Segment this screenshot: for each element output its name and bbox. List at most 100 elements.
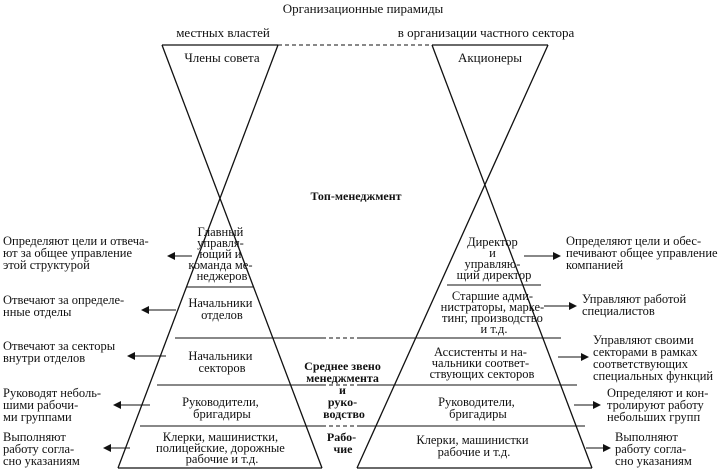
right-level-2-line-1: Старшие адми- bbox=[452, 289, 533, 303]
left-edge-right bbox=[161, 44, 323, 469]
left-level-3-line-2: секторов bbox=[198, 361, 245, 375]
left-note-1-line-2: ют за общее управление bbox=[3, 246, 132, 260]
left-level-5-line-2: полицейские, дорожные bbox=[156, 441, 285, 455]
right-edge-left bbox=[356, 44, 549, 469]
right-note-2-line-2: специалистов bbox=[582, 304, 655, 318]
left-level-5-text: Клерки, машинистки, полицейские, дорожны… bbox=[156, 430, 288, 466]
left-level-1-text: Главный управля- ющий и команда ме- недж… bbox=[188, 225, 255, 283]
left-header: местных властей bbox=[176, 25, 270, 40]
right-note-3-line-3: соответствующих bbox=[593, 357, 689, 371]
left-note-2-line-1: Отвечают за определе- bbox=[3, 293, 124, 307]
left-note-5: Выполняют работу согла- сно указаниям bbox=[3, 430, 80, 468]
right-level-3-line-3: ствующих секторов bbox=[430, 367, 535, 381]
left-level-2-line-2: отделов bbox=[201, 308, 243, 322]
right-note-5: Выполняют работу согла- сно указаниям bbox=[615, 430, 692, 468]
left-level-3-line-1: Начальники bbox=[188, 349, 252, 363]
left-note-4-line-3: ми группами bbox=[3, 410, 72, 424]
left-level-1-line-3: ющий и bbox=[199, 247, 241, 261]
left-level-4-line-1: Руководители, bbox=[182, 395, 259, 409]
right-level-2-line-4: и т.д. bbox=[481, 322, 508, 336]
right-note-1-line-2: печивают общее управление bbox=[566, 246, 718, 260]
left-note-4-line-2: шими рабочи- bbox=[3, 398, 78, 412]
right-header: в организации частного сектора bbox=[398, 25, 575, 40]
right-note-4: Определяют и кон- тролируют работу небол… bbox=[607, 386, 712, 424]
left-note-3-line-1: Отвечают за секторы bbox=[3, 339, 116, 353]
right-pyramid bbox=[356, 44, 593, 469]
left-edge-left bbox=[117, 44, 279, 469]
right-note-1-line-1: Определяют цели и обес- bbox=[566, 234, 701, 248]
left-note-4: Руководят неболь- шими рабочи- ми группа… bbox=[3, 386, 104, 424]
middle-label-line-5: водство bbox=[323, 407, 365, 421]
left-note-5-line-3: сно указаниям bbox=[3, 454, 80, 468]
right-level-3-line-1: Ассистенты и на- bbox=[434, 345, 527, 359]
right-level-4-line-2: бригадиры bbox=[449, 407, 507, 421]
right-level-1-text: Директор и управляю- щий директор bbox=[457, 235, 532, 282]
left-level-5-line-1: Клерки, машинистки, bbox=[163, 430, 278, 444]
left-note-5-line-1: Выполняют bbox=[3, 430, 66, 444]
middle-label-line-4: руко- bbox=[328, 395, 357, 409]
right-apex-label: Акционеры bbox=[458, 50, 522, 65]
right-note-3-line-1: Управляют своими bbox=[593, 333, 694, 347]
left-note-1-line-1: Определяют цели и отвеча- bbox=[3, 234, 149, 248]
right-note-3-line-4: специальных функций bbox=[593, 369, 713, 383]
right-level-1-line-2: и bbox=[489, 246, 496, 260]
right-level-2-line-3: тинг, производство bbox=[442, 311, 543, 325]
left-note-3-line-2: внутри отделов bbox=[3, 351, 85, 365]
right-note-4-line-2: тролируют работу bbox=[607, 398, 705, 412]
right-level-4-line-1: Руководители, bbox=[438, 395, 515, 409]
top-management-label: Топ-менеджмент bbox=[310, 189, 401, 203]
right-level-2-text: Старшие адми- нистраторы, марке- тинг, п… bbox=[441, 289, 548, 336]
right-level-1-line-4: щий директор bbox=[457, 268, 532, 282]
left-note-1: Определяют цели и отвеча- ют за общее уп… bbox=[3, 234, 152, 272]
right-level-1-line-1: Директор bbox=[467, 235, 518, 249]
left-level-2-line-1: Начальники bbox=[188, 296, 252, 310]
middle-management-label: Среднее звено менеджмента и руко- водств… bbox=[304, 359, 384, 421]
left-note-4-line-1: Руководят неболь- bbox=[3, 386, 101, 400]
diagram-title: Организационные пирамиды bbox=[283, 1, 444, 16]
right-level-4-text: Руководители, бригадиры bbox=[438, 395, 518, 421]
left-level-3-text: Начальники секторов bbox=[188, 349, 255, 375]
right-note-4-line-3: небольших групп bbox=[607, 410, 700, 424]
middle-label-line-1: Среднее звено bbox=[304, 359, 381, 373]
right-level-1-line-3: управляю- bbox=[464, 257, 520, 271]
right-level-5-line-1: Клерки, машинистки bbox=[416, 433, 529, 447]
left-note-2-line-2: нные отделы bbox=[3, 305, 72, 319]
right-note-1: Определяют цели и обес- печивают общее у… bbox=[566, 234, 721, 272]
right-note-5-line-2: работу согла- bbox=[615, 442, 686, 456]
right-level-2-line-2: нистраторы, марке- bbox=[441, 300, 545, 314]
left-level-1-line-4: команда ме- bbox=[188, 258, 252, 272]
left-note-2: Отвечают за определе- нные отделы bbox=[3, 293, 127, 319]
left-level-1-line-1: Главный bbox=[198, 225, 244, 239]
right-edge-right bbox=[431, 44, 593, 469]
right-note-1-line-3: компанией bbox=[566, 258, 624, 272]
middle-label-line-2: менеджмента bbox=[306, 371, 379, 385]
workers-label-line-2: чие bbox=[333, 442, 353, 456]
right-level-5-line-2: рабочие и т.д. bbox=[438, 445, 511, 459]
left-note-1-line-3: этой структурой bbox=[3, 258, 90, 272]
right-level-3-line-2: чальники соответ- bbox=[432, 356, 530, 370]
right-level-5-text: Клерки, машинистки рабочие и т.д. bbox=[416, 433, 531, 459]
left-level-1-line-5: неджеров bbox=[197, 269, 248, 283]
right-note-4-line-1: Определяют и кон- bbox=[607, 386, 708, 400]
left-note-5-line-2: работу согла- bbox=[3, 442, 74, 456]
left-pyramid bbox=[117, 44, 323, 469]
left-note-3: Отвечают за секторы внутри отделов bbox=[3, 339, 118, 365]
right-note-2-line-1: Управляют работой bbox=[582, 292, 687, 306]
left-level-2-text: Начальники отделов bbox=[188, 296, 255, 322]
right-level-3-text: Ассистенты и на- чальники соответ- ствую… bbox=[430, 345, 535, 381]
right-note-5-line-3: сно указаниям bbox=[615, 454, 692, 468]
right-note-3-line-2: секторами в рамках bbox=[593, 345, 698, 359]
middle-label-line-3: и bbox=[339, 383, 346, 397]
left-level-5-line-3: рабочие и т.д. bbox=[186, 452, 259, 466]
right-note-5-line-1: Выполняют bbox=[615, 430, 678, 444]
left-level-4-text: Руководители, бригадиры bbox=[182, 395, 262, 421]
left-apex-label: Члены совета bbox=[184, 50, 260, 65]
right-note-3: Управляют своими секторами в рамках соот… bbox=[593, 333, 713, 383]
right-note-2: Управляют работой специалистов bbox=[582, 292, 689, 318]
workers-label-line-1: Рабо- bbox=[327, 430, 356, 444]
left-level-1-line-2: управля- bbox=[197, 236, 244, 250]
workers-label: Рабо- чие bbox=[327, 430, 359, 456]
left-level-4-line-2: бригадиры bbox=[193, 407, 251, 421]
